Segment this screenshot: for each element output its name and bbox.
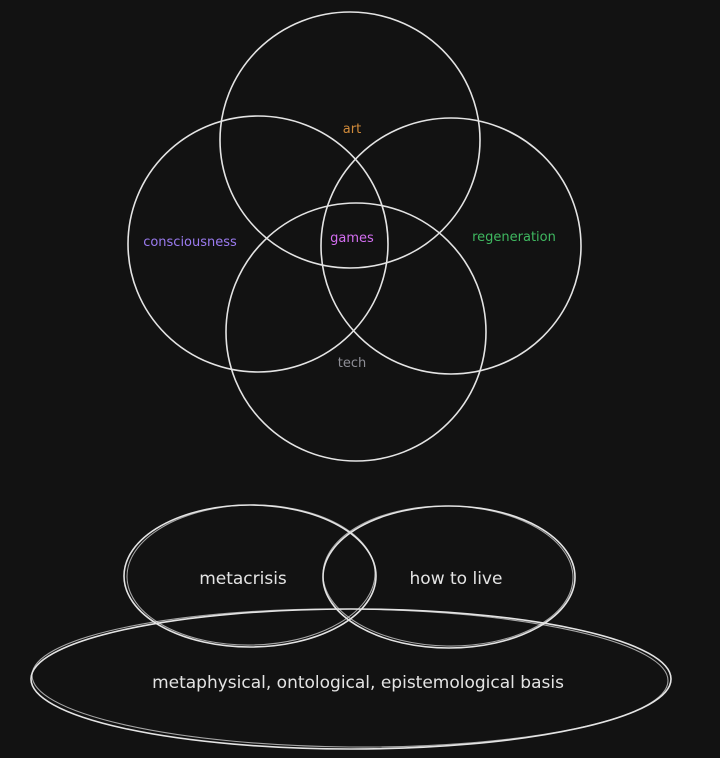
label-how-to-live: how to live: [410, 569, 503, 589]
ellipse-how-to-live-sketch: [322, 505, 574, 647]
label-metacrisis: metacrisis: [199, 569, 287, 589]
ellipse-basis-sketch: [31, 608, 669, 748]
circle-consciousness[interactable]: [127, 115, 389, 373]
label-art: art: [343, 122, 361, 137]
label-basis: metaphysical, ontological, epistemologic…: [152, 673, 564, 693]
four-circle-venn: art consciousness games regeneration tec…: [127, 11, 582, 462]
circle-regeneration[interactable]: [320, 117, 582, 375]
label-tech: tech: [338, 356, 366, 371]
ellipse-metacrisis-sketch: [126, 504, 376, 646]
foundation-venn: metacrisis how to live metaphysical, ont…: [30, 504, 672, 750]
circle-tech[interactable]: [225, 202, 487, 462]
circle-art[interactable]: [219, 11, 481, 269]
label-games: games: [330, 231, 374, 246]
label-regeneration: regeneration: [472, 230, 556, 245]
label-consciousness: consciousness: [143, 235, 237, 250]
